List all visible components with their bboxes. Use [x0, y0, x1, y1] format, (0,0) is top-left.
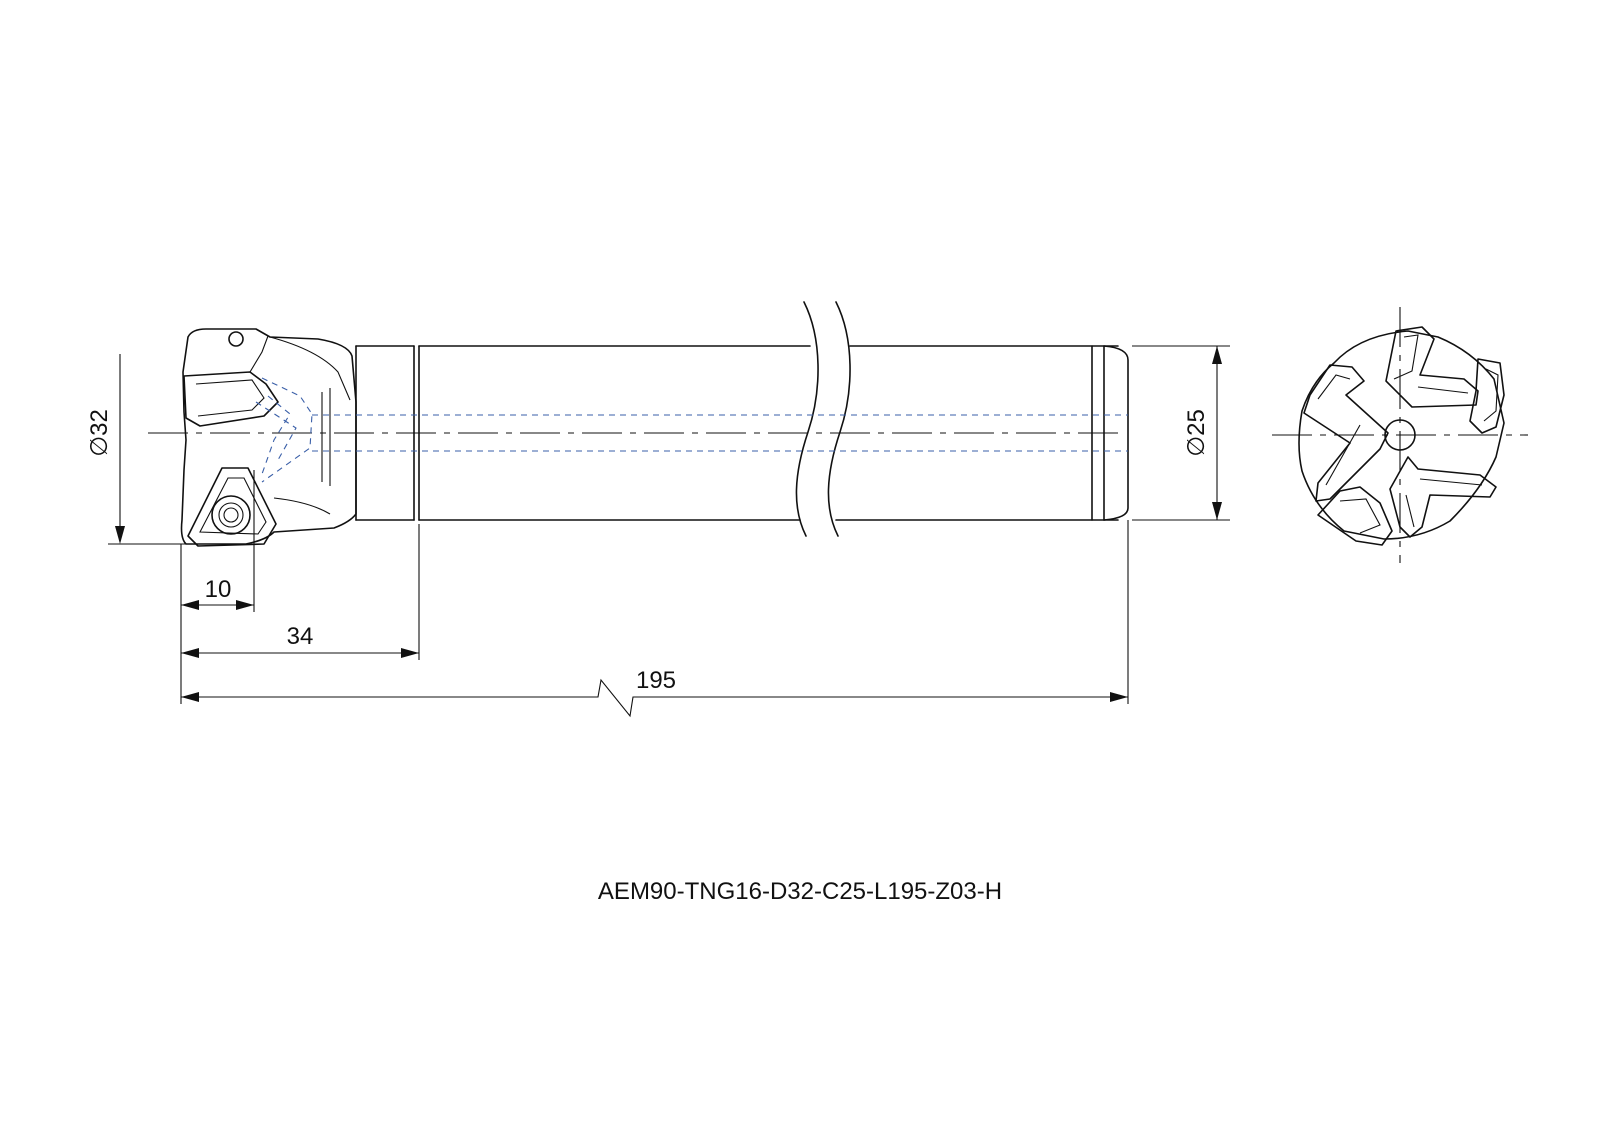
bottom-insert-edge — [199, 477, 267, 535]
coolant-channel-head-2 — [261, 395, 291, 475]
side-view — [148, 301, 1129, 547]
end-view-body — [1298, 330, 1505, 540]
coolant-channel-head-1 — [261, 377, 313, 483]
end-insert-right — [1469, 358, 1505, 434]
dim10-arrow-right — [236, 600, 254, 610]
end-insert-bottom-left — [1317, 486, 1393, 546]
top-insert-notch — [249, 335, 269, 373]
dim10-arrow-left — [181, 600, 199, 610]
torx-screw-inner-icon — [218, 502, 244, 528]
dim34-arrow-left — [181, 648, 199, 658]
end-insert-top — [1385, 326, 1479, 408]
top-insert-edge — [195, 379, 265, 417]
dim195-arrow-left — [181, 692, 199, 702]
screw-hole-top-icon — [228, 331, 244, 347]
end-insert-bottom-right — [1389, 456, 1497, 538]
bottom-insert — [187, 467, 277, 547]
dim34-arrow-right — [401, 648, 419, 658]
dim195-line — [181, 678, 1128, 718]
end-insert-left — [1303, 364, 1389, 502]
dia32-arrow — [115, 526, 125, 544]
break-line-left — [795, 301, 819, 537]
dim34-label: 34 — [287, 623, 314, 650]
dimensions: ∅32 ∅25 10 34 195 — [86, 345, 1230, 718]
dim10-label: 10 — [205, 576, 232, 603]
dia25-arrow-bottom — [1212, 502, 1222, 520]
head-flute-curve — [269, 336, 351, 401]
end-view — [1272, 307, 1528, 563]
part-number-title: AEM90-TNG16-D32-C25-L195-Z03-H — [597, 878, 1003, 905]
center-bore-icon — [1384, 419, 1416, 451]
dia32-label: ∅32 — [86, 409, 113, 457]
dim195-arrow-right — [1110, 692, 1128, 702]
coolant-channel-head-3 — [255, 401, 297, 461]
torx-screw-core-icon — [223, 507, 239, 523]
top-insert — [183, 371, 279, 427]
head-flute-curve-lower — [273, 497, 331, 515]
dia25-arrow-top — [1212, 346, 1222, 364]
dia25-label: ∅25 — [1183, 409, 1210, 457]
cutter-head-outline — [180, 328, 357, 545]
break-line-right — [827, 301, 851, 537]
torx-screw-icon — [211, 495, 251, 535]
shank-end-chamfer — [1103, 345, 1129, 521]
dim195-label: 195 — [636, 667, 676, 694]
